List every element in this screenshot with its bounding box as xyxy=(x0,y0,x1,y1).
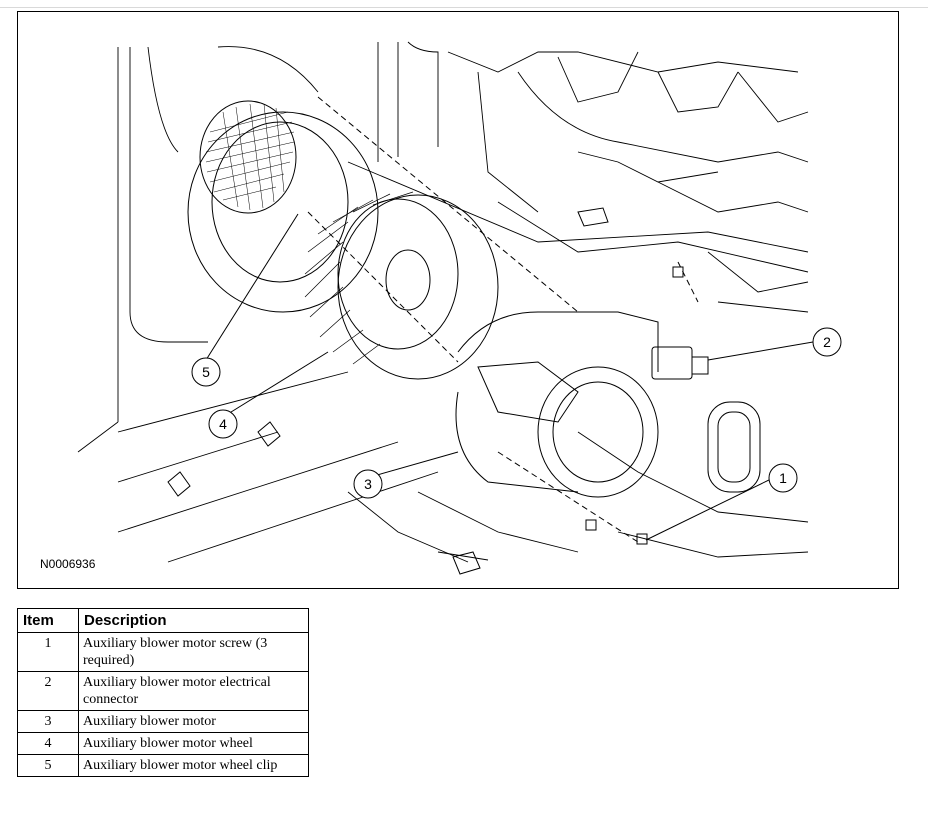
legend-table: Item Description 1 Auxiliary blower moto… xyxy=(17,608,309,777)
item-description: Auxiliary blower motor wheel xyxy=(78,732,309,755)
svg-text:1: 1 xyxy=(779,470,787,486)
table-row: 2 Auxiliary blower motor electrical conn… xyxy=(17,671,309,711)
svg-text:4: 4 xyxy=(219,416,227,432)
item-description: Auxiliary blower motor xyxy=(78,710,309,733)
table-row: 1 Auxiliary blower motor screw (3 requir… xyxy=(17,632,309,672)
table-row: 3 Auxiliary blower motor xyxy=(17,710,309,733)
callout-leaders xyxy=(205,213,814,541)
svg-text:2: 2 xyxy=(823,334,831,350)
callout-5: 5 xyxy=(191,357,221,387)
callout-2: 2 xyxy=(812,327,842,357)
floor-vents xyxy=(167,207,609,575)
wire-loop xyxy=(707,401,761,493)
figure-id: N0006936 xyxy=(40,557,96,571)
table-row: 5 Auxiliary blower motor wheel clip xyxy=(17,754,309,777)
item-header: Item xyxy=(17,608,79,633)
exploded-view-illustration: 1 2 3 4 5 N0006936 xyxy=(17,11,899,589)
blower-wheel xyxy=(304,191,499,380)
item-number: 4 xyxy=(17,732,79,755)
blower-motor xyxy=(455,311,659,498)
item-description: Auxiliary blower motor wheel clip xyxy=(78,754,309,777)
item-number: 2 xyxy=(17,671,79,711)
item-number: 5 xyxy=(17,754,79,777)
callout-3: 3 xyxy=(353,469,383,499)
item-number: 3 xyxy=(17,710,79,733)
housing-mesh xyxy=(205,103,295,211)
item-description: Auxiliary blower motor electrical connec… xyxy=(78,671,309,711)
illustration-canvas: 1 2 3 4 5 xyxy=(77,41,842,575)
electrical-connector xyxy=(651,346,709,380)
svg-text:3: 3 xyxy=(364,476,372,492)
assembly-dashed-lines xyxy=(307,96,699,543)
screws xyxy=(585,266,684,545)
table-row: 4 Auxiliary blower motor wheel xyxy=(17,732,309,755)
top-rule xyxy=(0,7,928,8)
legend-header-row: Item Description xyxy=(17,608,309,633)
callout-4: 4 xyxy=(208,409,238,439)
vehicle-structure-lines xyxy=(77,41,809,563)
callout-markers: 1 2 3 4 5 xyxy=(191,327,842,499)
svg-text:5: 5 xyxy=(202,364,210,380)
item-description: Auxiliary blower motor screw (3 required… xyxy=(78,632,309,672)
blower-housing xyxy=(187,100,379,313)
item-number: 1 xyxy=(17,632,79,672)
callout-1: 1 xyxy=(768,463,798,493)
description-header: Description xyxy=(78,608,309,633)
